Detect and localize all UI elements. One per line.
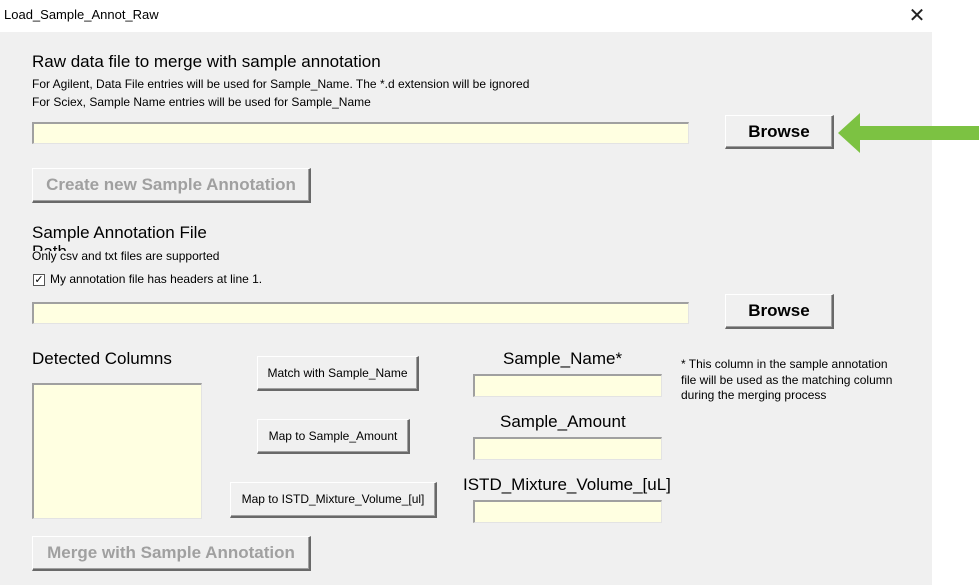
create-sample-annotation-button[interactable]: Create new Sample Annotation [32,168,311,203]
detected-columns-list[interactable] [32,383,202,519]
map-sample-amount-button[interactable]: Map to Sample_Amount [257,419,410,454]
istd-volume-field[interactable] [473,500,662,523]
sample-name-field[interactable] [473,374,662,397]
match-sample-name-button[interactable]: Match with Sample_Name [257,356,419,391]
headers-checkbox-label: My annotation file has headers at line 1… [50,272,263,286]
sample-name-caption: Sample_Name* [503,349,623,368]
annotation-file-path-field[interactable] [32,302,689,324]
annotation-browse-button[interactable]: Browse [725,294,834,329]
agilent-note: For Agilent, Data File entries will be u… [32,77,530,91]
sample-amount-caption: Sample_Amount [500,412,626,431]
merge-sample-annotation-button[interactable]: Merge with Sample Annotation [32,536,311,571]
sample-amount-field[interactable] [473,437,662,460]
supported-formats-note: Only csv and txt files are supported [32,249,220,263]
sciex-note: For Sciex, Sample Name entries will be u… [32,95,371,109]
istd-volume-caption: ISTD_Mixture_Volume_[uL] [463,475,671,494]
form-panel: Raw data file to merge with sample annot… [0,32,932,585]
matching-footnote-line3: during the merging process [681,388,827,402]
headers-checkbox[interactable]: ✓ [33,273,45,286]
matching-footnote-line2: file will be used as the matching column [681,373,893,387]
annotation-file-heading: Sample Annotation File [32,223,207,242]
raw-browse-button[interactable]: Browse [725,115,834,149]
annotation-path-label: Path [32,242,67,261]
raw-file-path-field[interactable] [32,122,689,144]
map-istd-volume-button[interactable]: Map to ISTD_Mixture_Volume_[ul] [230,482,437,518]
window-title: Load_Sample_Annot_Raw [4,7,159,22]
pointer-arrow-icon [838,113,979,153]
title-bar: Load_Sample_Annot_Raw ✕ [0,0,979,32]
detected-columns-heading: Detected Columns [32,349,172,368]
raw-data-heading: Raw data file to merge with sample annot… [32,52,381,71]
close-icon[interactable]: ✕ [908,3,926,27]
matching-footnote-line1: * This column in the sample annotation [681,357,888,371]
